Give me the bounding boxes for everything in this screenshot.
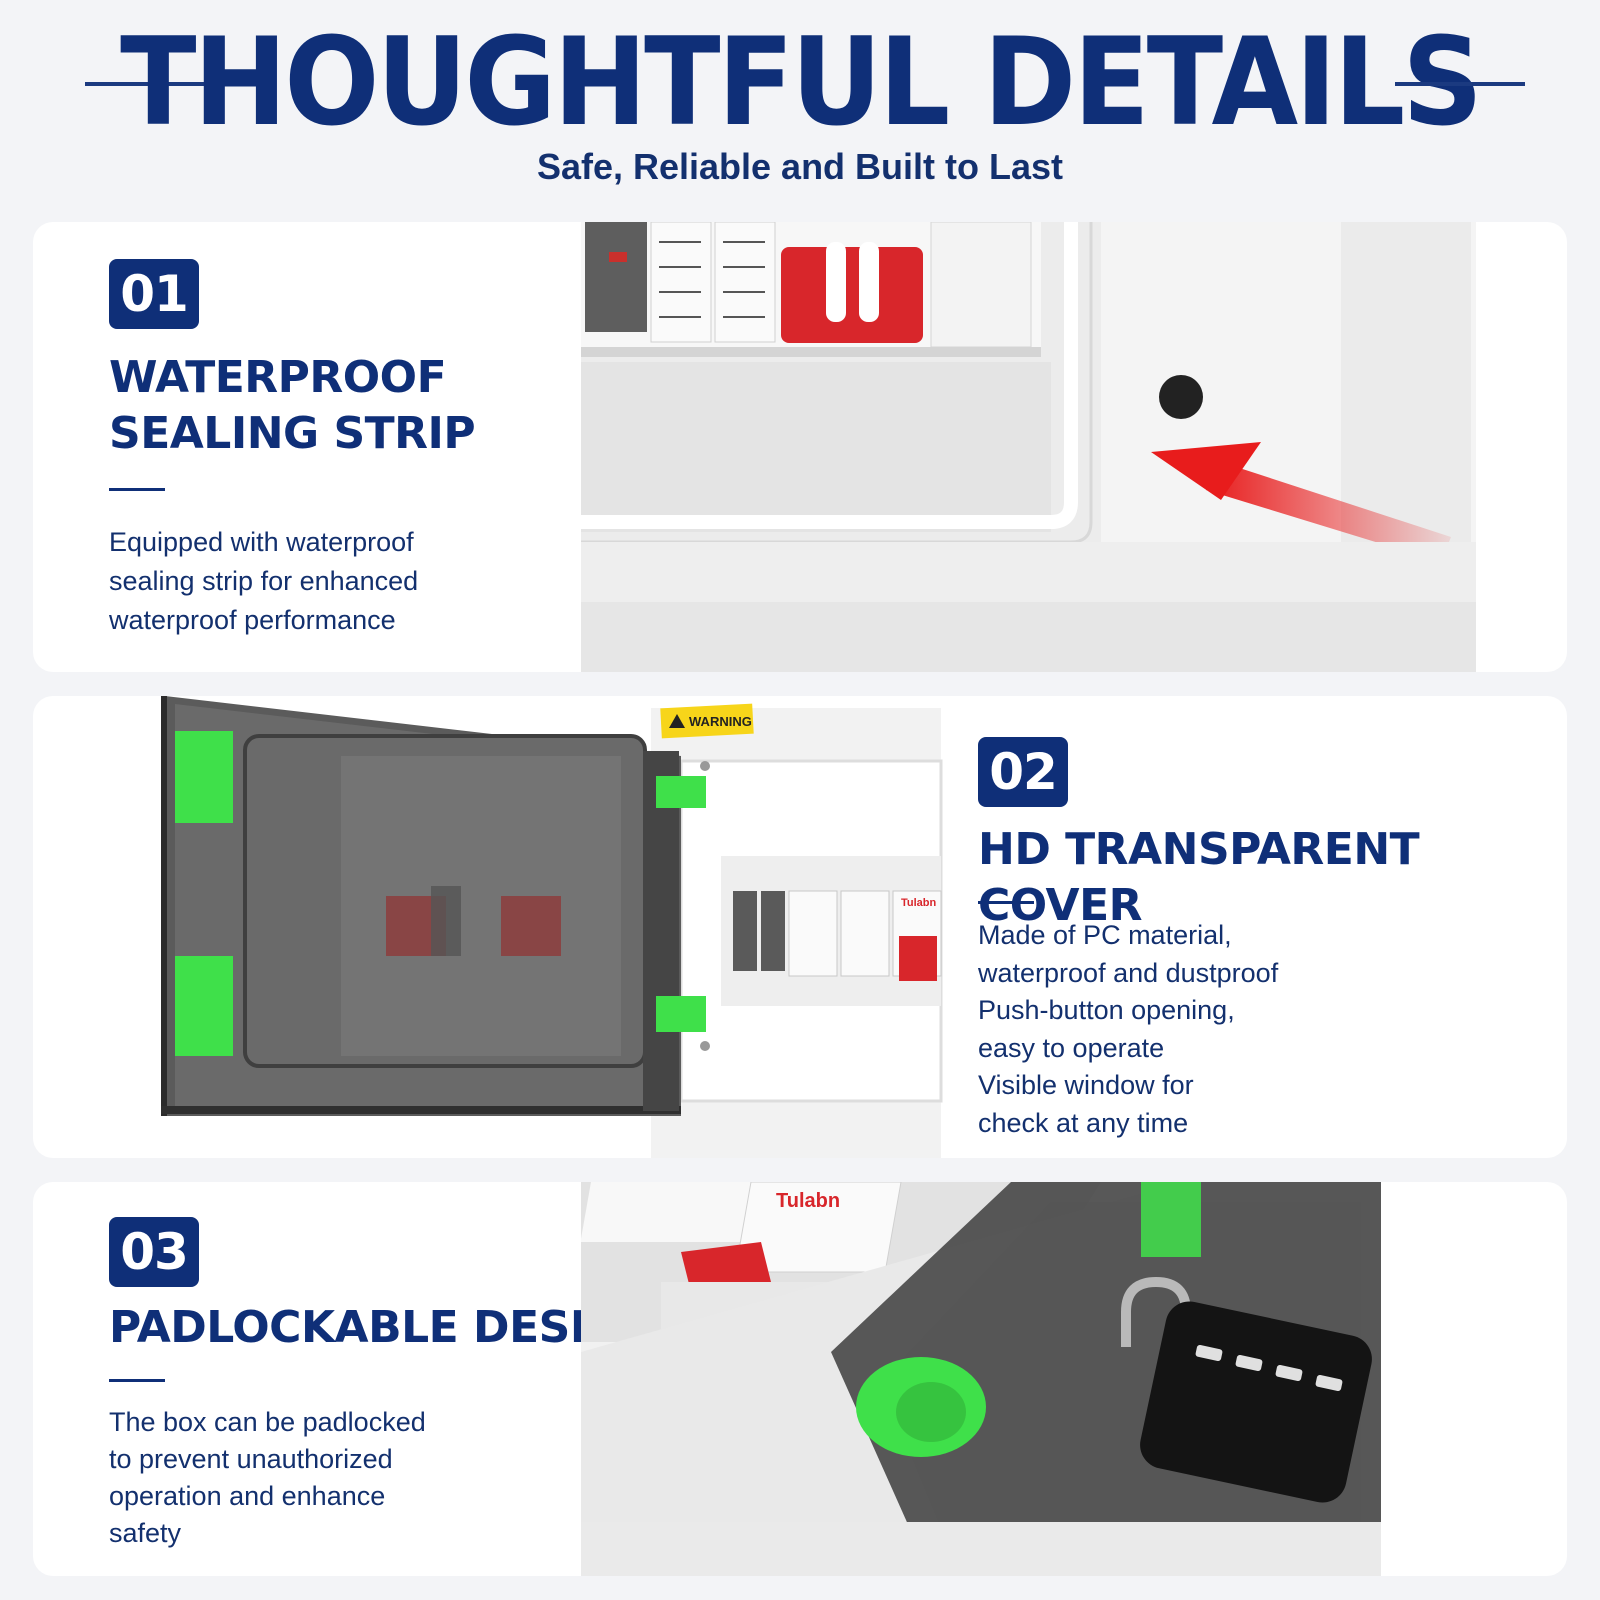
feature-heading: HD TRANSPARENT COVER	[978, 822, 1567, 934]
feature-description-line: Visible window for	[978, 1070, 1194, 1100]
feature-description-line: Made of PC material,	[978, 920, 1232, 950]
feature-description-line: operation and enhance	[109, 1481, 386, 1511]
feature-description-line: Equipped with waterproof	[109, 527, 414, 557]
feature-heading-line: PADLOCKABLE DESIGN	[109, 1302, 658, 1353]
feature-description-line: The box can be padlocked	[109, 1407, 426, 1437]
feature-description: Made of PC material, waterproof and dust…	[978, 917, 1278, 1142]
title-right-rule	[1395, 82, 1525, 86]
feature-description-line: check at any time	[978, 1107, 1189, 1138]
feature-card-padlockable: 03 PADLOCKABLE DESIGN The box can be pad…	[33, 1182, 1567, 1576]
feature-card-waterproof: 01 WATERPROOF SEALING STRIP Equipped wit…	[33, 222, 1567, 672]
feature-description-line: waterproof and dustproof	[978, 957, 1279, 988]
page-subtitle: Safe, Reliable and Built to Last	[536, 146, 1064, 187]
feature-description-line: to prevent unauthorized	[109, 1444, 393, 1474]
feature-description-line: easy to operate	[978, 1032, 1165, 1063]
feature-description: Equipped with waterproof sealing strip f…	[109, 523, 418, 640]
feature-card-transparent-cover: Tulabn WARNING 02 HD TRANSPARENT COVER	[33, 696, 1567, 1158]
feature-number-badge: 01	[109, 259, 199, 329]
warning-sticker-text: WARNING	[689, 714, 752, 729]
feature-heading-line: HD TRANSPARENT COVER	[978, 824, 1420, 931]
feature-heading-line: WATERPROOF	[109, 352, 447, 403]
sealing-strip-photo	[581, 222, 1476, 672]
transparent-cover-photo: Tulabn WARNING	[161, 696, 946, 1158]
feature-description-line: sealing strip for enhanced	[109, 566, 419, 596]
feature-heading: PADLOCKABLE DESIGN	[109, 1300, 658, 1356]
feature-description-line: waterproof performance	[109, 605, 396, 635]
feature-divider	[109, 1379, 165, 1382]
feature-divider	[978, 901, 1034, 904]
title-left-rule	[85, 82, 215, 86]
feature-heading-line: SEALING STRIP	[109, 408, 476, 459]
feature-number-badge: 03	[109, 1217, 199, 1287]
feature-description-line: Push-button opening,	[978, 995, 1235, 1025]
feature-description-line: safety	[109, 1518, 182, 1548]
feature-description: The box can be padlocked to prevent unau…	[109, 1404, 426, 1552]
feature-divider	[109, 488, 165, 491]
feature-heading: WATERPROOF SEALING STRIP	[109, 350, 476, 462]
padlock-photo: Tulabn	[581, 1182, 1381, 1576]
page-header: THOUGHTFUL DETAILS Safe, Reliable and Bu…	[0, 0, 1600, 210]
feature-number-badge: 02	[978, 737, 1068, 807]
page-title: THOUGHTFUL DETAILS	[120, 12, 1483, 154]
breaker-brand-text: Tulabn	[901, 897, 937, 909]
breaker-brand-text: Tulabn	[776, 1190, 840, 1212]
